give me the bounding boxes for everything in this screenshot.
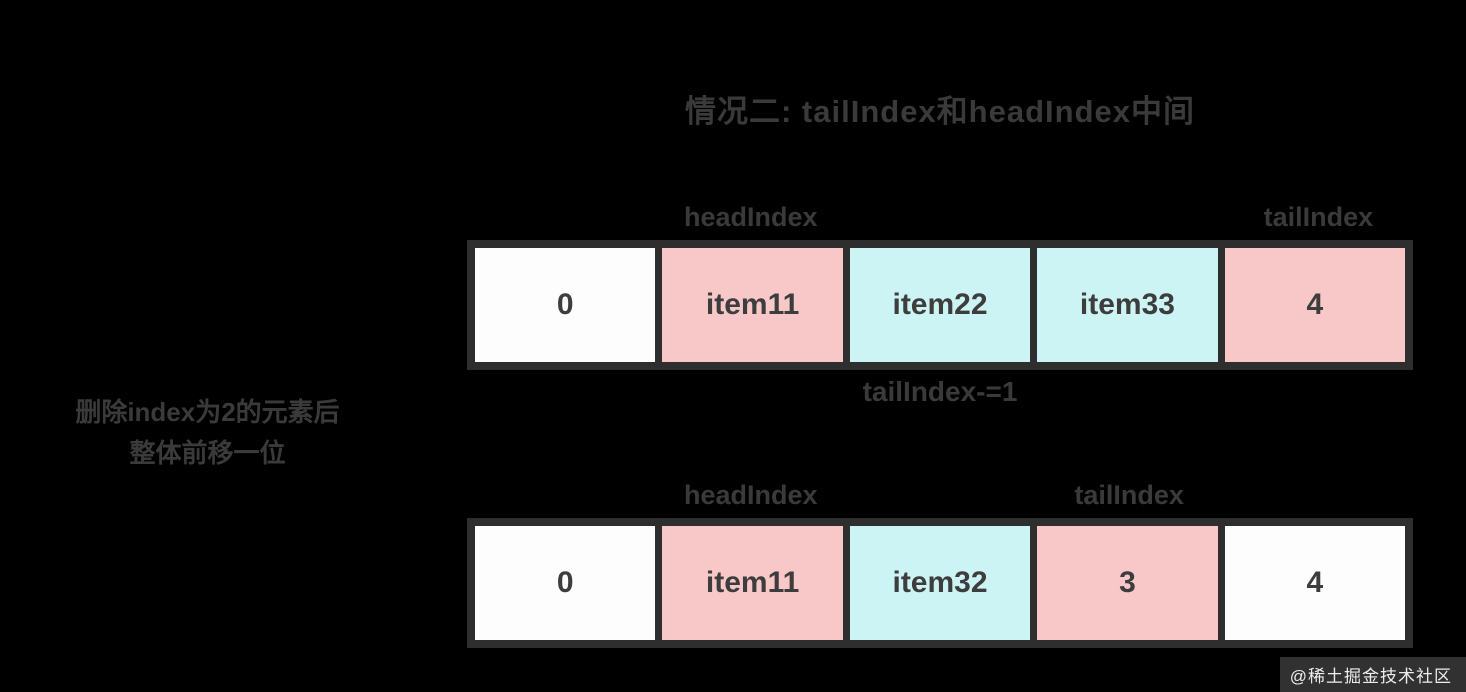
juejin-watermark: @稀土掘金技术社区 (1279, 657, 1466, 692)
left-note: 删除index为2的元素后 整体前移一位 (40, 392, 375, 474)
array-cell: 4 (1217, 248, 1406, 362)
array-cell: item11 (655, 248, 843, 362)
diagram-title: 情况二: tailIndex和headIndex中间 (684, 94, 1195, 129)
head-index-label: headIndex (684, 480, 818, 510)
array-cell: item32 (842, 526, 1031, 640)
array-cell: 3 (1030, 526, 1218, 640)
tail-index-label: tailIndex (1074, 480, 1184, 510)
head-index-label: headIndex (684, 202, 818, 232)
array-after-labels: headIndex tailIndex (467, 480, 1413, 514)
left-note-line2: 整体前移一位 (129, 438, 286, 468)
tail-index-decrement-note: tailIndex-=1 (862, 376, 1018, 407)
tail-index-label: tailIndex (1263, 202, 1374, 232)
array-cell: item33 (1030, 248, 1218, 362)
left-note-line1: 删除index为2的元素后 (75, 397, 340, 427)
array-cell: item11 (655, 526, 843, 640)
array-cell: 4 (1217, 526, 1406, 640)
array-cell: 0 (475, 248, 656, 362)
array-cell: item22 (842, 248, 1031, 362)
array-cell: 0 (475, 526, 656, 640)
array-before-labels: headIndex tailIndex (467, 202, 1413, 236)
